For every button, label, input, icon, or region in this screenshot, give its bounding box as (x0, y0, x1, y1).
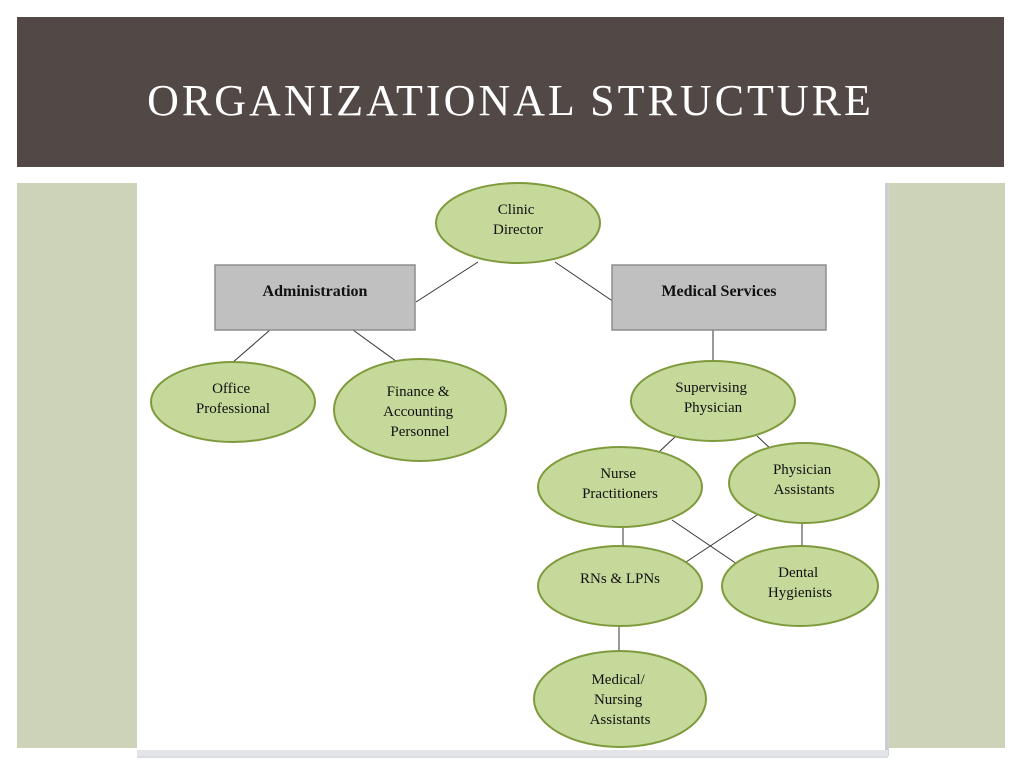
node-physician-assistants-line-1: Physician (773, 462, 832, 478)
node-finance-accounting: Finance & Accounting Personnel (333, 358, 507, 462)
node-rns-lpns-label: RNs & LPNs (580, 571, 660, 587)
connector-nurse-dental (671, 519, 741, 567)
node-clinic-director-line-1: Clinic (498, 202, 535, 218)
node-finance-accounting-line-2: Accounting (383, 404, 453, 420)
node-rns-lpns: RNs & LPNs (537, 545, 703, 627)
node-administration: Administration (214, 264, 416, 331)
node-supervising-physician-shape (630, 360, 796, 442)
node-physician-assistants-line-2: Assistants (774, 482, 835, 498)
right-side-panel (888, 183, 1005, 748)
node-finance-accounting-line-3: Personnel (390, 424, 449, 440)
connector-assistants-rns (685, 514, 758, 563)
node-medical-nursing-assistants-shape (533, 650, 707, 748)
svg-text:Administration: Administration (263, 283, 368, 300)
frame-edge-right (885, 183, 888, 756)
svg-text:Medical/ Nursing: Medical/ Nursing Assistants (590, 672, 651, 728)
connector-administration-finance (352, 329, 401, 365)
node-nurse-practitioners-shape (537, 446, 703, 528)
node-administration-label: Administration (263, 283, 368, 300)
node-supervising-physician: Supervising Physician (630, 360, 796, 442)
node-nurse-practitioners-line-1: Nurse (600, 466, 636, 482)
svg-text:Nurse Practitioners: Nurse Practitioners (582, 466, 658, 502)
svg-text:Clinic Director: Clinic Director (493, 202, 543, 238)
frame-edge-bottom (137, 750, 888, 756)
svg-text:Physician Assistants: Physician Assistants (773, 462, 835, 498)
connectors (231, 261, 803, 651)
node-dental-hygienists-line-2: Hygienists (768, 585, 832, 601)
node-supervising-physician-line-2: Physician (684, 400, 743, 416)
node-medical-nursing-assistants-line-1: Medical/ (591, 672, 645, 688)
node-physician-assistants-shape (728, 442, 880, 524)
node-office-professional: Office Professional (150, 361, 316, 443)
connector-director-administration (415, 261, 479, 303)
node-clinic-director-line-2: Director (493, 222, 543, 238)
node-dental-hygienists-shape (721, 545, 879, 627)
node-nurse-practitioners: Nurse Practitioners (537, 446, 703, 528)
node-medical-nursing-assistants-line-2: Nursing (594, 692, 643, 708)
node-medical-services-label: Medical Services (661, 283, 776, 300)
svg-text:RNs & LPNs: RNs & LPNs (580, 571, 660, 587)
node-dental-hygienists: Dental Hygienists (721, 545, 879, 627)
svg-text:Medical Services: Medical Services (661, 283, 776, 300)
title-bar: ORGANIZATIONAL STRUCTURE (17, 17, 1004, 167)
node-clinic-director-shape (435, 182, 601, 264)
connector-director-medical-services (554, 261, 615, 303)
node-physician-assistants: Physician Assistants (728, 442, 880, 524)
node-office-professional-shape (150, 361, 316, 443)
node-medical-services: Medical Services (611, 264, 827, 331)
svg-text:Finance & Accounting: Finance & Accounting Personnel (383, 384, 457, 440)
svg-text:Supervising Physician: Supervising Physician (675, 380, 750, 416)
node-medical-nursing-assistants-line-3: Assistants (590, 712, 651, 728)
connector-administration-office (231, 329, 271, 364)
svg-text:Office Professional: Office Professional (196, 381, 270, 417)
node-supervising-physician-line-1: Supervising (675, 380, 747, 396)
node-rns-lpns-shape (537, 545, 703, 627)
node-dental-hygienists-line-1: Dental (778, 565, 818, 581)
node-administration-shape (214, 264, 416, 331)
slide-title: ORGANIZATIONAL STRUCTURE (147, 76, 874, 125)
node-clinic-director: Clinic Director (435, 182, 601, 264)
connector-supervising-nurse (658, 435, 677, 453)
svg-text:Dental Hygienists: Dental Hygienists (768, 565, 832, 601)
node-nurse-practitioners-line-2: Practitioners (582, 486, 658, 502)
node-finance-accounting-line-1: Finance & (387, 384, 450, 400)
node-medical-services-shape (611, 264, 827, 331)
node-office-professional-line-1: Office (212, 381, 250, 397)
node-finance-accounting-shape (333, 358, 507, 462)
node-medical-nursing-assistants: Medical/ Nursing Assistants (533, 650, 707, 748)
left-side-panel (17, 183, 137, 748)
node-office-professional-line-2: Professional (196, 401, 270, 417)
